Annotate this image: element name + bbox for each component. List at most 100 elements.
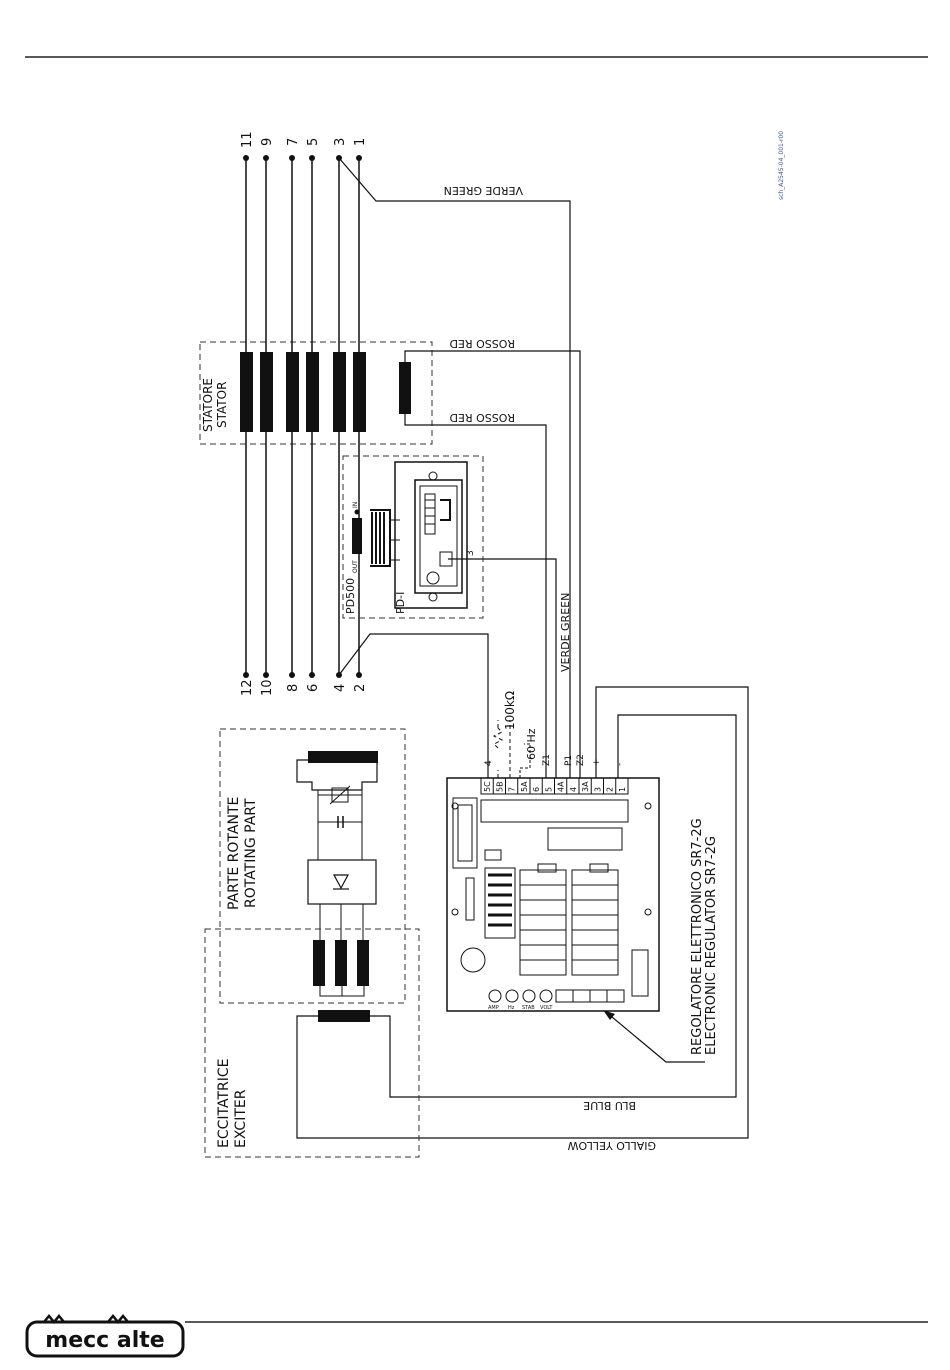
external-resistor: [492, 720, 511, 778]
pot-volt: [539, 989, 553, 1003]
terminal-label: 6: [306, 684, 321, 692]
diode-symbol: [332, 874, 350, 890]
terminal-dot: [309, 672, 315, 678]
trimmer-pots: AMP Hz STAB VOLT: [488, 989, 553, 1011]
regulator-mount-hole: [451, 802, 459, 810]
armature-coil: [335, 940, 347, 986]
pd500-board-inner: [414, 479, 463, 594]
regulator-terminal-label: 1: [618, 787, 627, 792]
freq-jumper: [519, 743, 531, 778]
stator-coil: [240, 352, 253, 432]
rotor-field-frame: [296, 759, 378, 791]
pd500-label: PD500: [344, 578, 357, 614]
regulator-capacitor: [460, 947, 486, 973]
pd500-coil: [352, 518, 362, 554]
stator-group: STATORE STATOR: [199, 131, 433, 696]
pd500-in-label: IN: [352, 502, 359, 508]
wire-label-yellow: GIALLO YELLOW: [567, 1139, 656, 1152]
leader-arrowhead: [603, 1010, 615, 1020]
regulator-wire-label: P1: [564, 755, 574, 766]
terminal-label: 8: [286, 684, 301, 692]
wire-label-red-bottom: ROSSO RED: [450, 411, 515, 424]
heatsink: [519, 869, 567, 976]
terminal-dot: [289, 155, 295, 161]
regulator-fuse-block: [452, 797, 478, 869]
pd500-out-label: OUT: [352, 560, 359, 573]
pd500-mount-hole: [428, 471, 438, 481]
pd500-in-dot: [354, 509, 360, 515]
wire-label-green-vertical: VERDE GREEN: [559, 593, 572, 672]
heatsink-fins: [520, 884, 618, 961]
logo-zigzag: [43, 1314, 129, 1324]
terminal-dot: [243, 672, 249, 678]
rotating-box: [219, 728, 406, 1004]
regulator-resistor: [465, 877, 475, 921]
exciter-label-en: EXCITER: [233, 1089, 249, 1148]
regulator-board: [446, 777, 660, 1012]
regulator-led-box: [484, 849, 502, 861]
pd500-box: [342, 455, 484, 619]
pd500-terminal-strip: [424, 493, 436, 535]
varistor: [331, 787, 349, 803]
stator-coil: [286, 352, 299, 432]
stator-coil: [333, 352, 346, 432]
terminal-dot: [263, 672, 269, 678]
pot-label: Hz: [508, 1005, 515, 1011]
terminal-label: 1: [353, 138, 368, 146]
regulator-wire-label: -: [615, 763, 625, 766]
heatsink-tab: [537, 863, 557, 873]
regulator-label-it: REGOLATORE ELETTRONICO SR7-2G: [690, 818, 705, 1055]
terminal-label: 12: [240, 679, 255, 696]
terminal-dot: [243, 155, 249, 161]
dip-switch-dividers: [572, 990, 608, 1002]
exciter-box: [204, 928, 420, 1158]
pd500-terminal: [439, 551, 453, 567]
rotating-part: PARTE ROTANTE ROTATING PART: [219, 728, 406, 1004]
regulator-terminal-label: 5C: [483, 781, 492, 792]
logo-text: mecc alte: [45, 1328, 164, 1353]
regulator-terminal-label: 5: [544, 787, 553, 792]
regulator-terminal-label: 4A: [557, 781, 566, 792]
pot-stab: [522, 989, 536, 1003]
regulator-chip: [547, 827, 623, 851]
pd500-module: PD500 PD-I IN OUT 3: [342, 455, 484, 619]
wire-label-blue: BLU BLUE: [583, 1099, 636, 1112]
armature-star: [319, 986, 365, 997]
regulator-mount-hole: [644, 908, 652, 916]
resistor-value: 100kΩ: [503, 691, 517, 730]
regulator-terminal-label: 5B: [495, 781, 504, 792]
stator-label-it: STATORE: [201, 378, 215, 432]
heatsink-tab: [589, 863, 609, 873]
capacitor: [337, 816, 344, 828]
regulator-terminal-label: 5A: [520, 781, 529, 792]
terminal-label: 9: [260, 138, 275, 146]
wiring: [296, 157, 749, 1139]
armature-coil: [357, 940, 369, 986]
regulator-wire-label: Z2: [576, 754, 586, 766]
terminal-dot: [309, 155, 315, 161]
regulator-connector: [631, 949, 649, 997]
regulator-mount-hole: [644, 802, 652, 810]
regulator-terminal-label: 4: [569, 787, 578, 792]
pot-label: VOLT: [540, 1005, 553, 1011]
regulator-label-en: ELECTRONIC REGULATOR SR7-2G: [704, 836, 719, 1055]
pot-hz: [505, 989, 519, 1003]
regulator-header: [480, 799, 629, 823]
transformer-winding: [488, 873, 512, 927]
terminal-label: 10: [260, 679, 275, 696]
regulator-terminal-label: 7: [508, 787, 517, 792]
pd500-wire: [448, 558, 557, 778]
pd500-board-frame: [419, 485, 458, 587]
yellow-wire: [296, 686, 749, 1139]
terminal-dot: [289, 672, 295, 678]
regulator-wire-label: Z1: [542, 754, 552, 766]
stator-coil: [306, 352, 319, 432]
pot-amp: [488, 989, 502, 1003]
pd500-wire-number: 3: [466, 550, 476, 556]
red-wire-bottom: [404, 414, 547, 778]
terminal-dot: [356, 155, 362, 161]
stator-coil: [353, 352, 366, 432]
terminal-label: 3: [333, 138, 348, 146]
